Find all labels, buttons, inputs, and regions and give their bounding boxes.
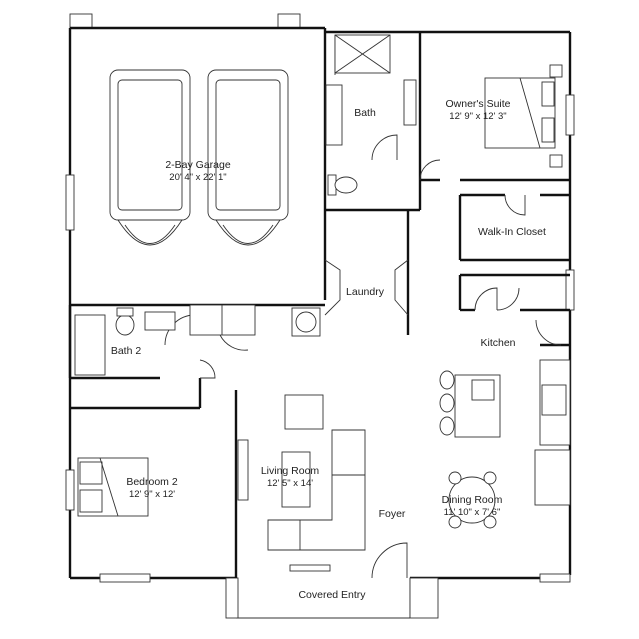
bedroom2-size: 12' 9" x 12': [129, 489, 175, 500]
living-furniture: [237, 394, 366, 551]
toilet-icon: [327, 174, 358, 196]
walk-in-closet-name: Walk-In Closet: [478, 226, 546, 238]
shower: [334, 34, 391, 74]
living-room-name: Living Room: [261, 465, 320, 477]
bath-vanity: [325, 84, 343, 146]
dining-table: [448, 471, 497, 529]
laundry-name: Laundry: [346, 286, 385, 298]
fixtures: [74, 34, 571, 551]
foyer-name: Foyer: [379, 508, 406, 520]
bedroom2-name: Bedroom 2: [126, 476, 178, 488]
car-left: [109, 69, 191, 246]
owners-bed: [484, 64, 563, 168]
garage-name: 2-Bay Garage: [165, 159, 231, 171]
kitchen-fixtures: [439, 359, 571, 506]
dining-room-size: 11' 10" x 7' 6": [444, 507, 501, 518]
bedroom2-bed: [77, 457, 149, 517]
bath2-name: Bath 2: [111, 345, 142, 357]
bath-name: Bath: [354, 107, 376, 119]
covered-entry-name: Covered Entry: [298, 589, 366, 601]
car-right: [207, 69, 289, 246]
owners-suite-name: Owner's Suite: [445, 98, 510, 110]
exterior-walls: [65, 13, 575, 619]
room-labels: 2-Bay Garage 20' 4" x 22' 1" Bath Owner'…: [111, 98, 546, 601]
bath2-fixtures: [74, 307, 176, 376]
garage-size: 20' 4" x 22' 1": [169, 172, 226, 183]
dining-room-name: Dining Room: [442, 494, 503, 506]
owners-suite-size: 12' 9" x 12' 3": [449, 111, 506, 122]
kitchen-name: Kitchen: [480, 337, 515, 349]
bath-mirror: [403, 79, 417, 126]
living-room-size: 12' 5" x 14': [267, 478, 313, 489]
